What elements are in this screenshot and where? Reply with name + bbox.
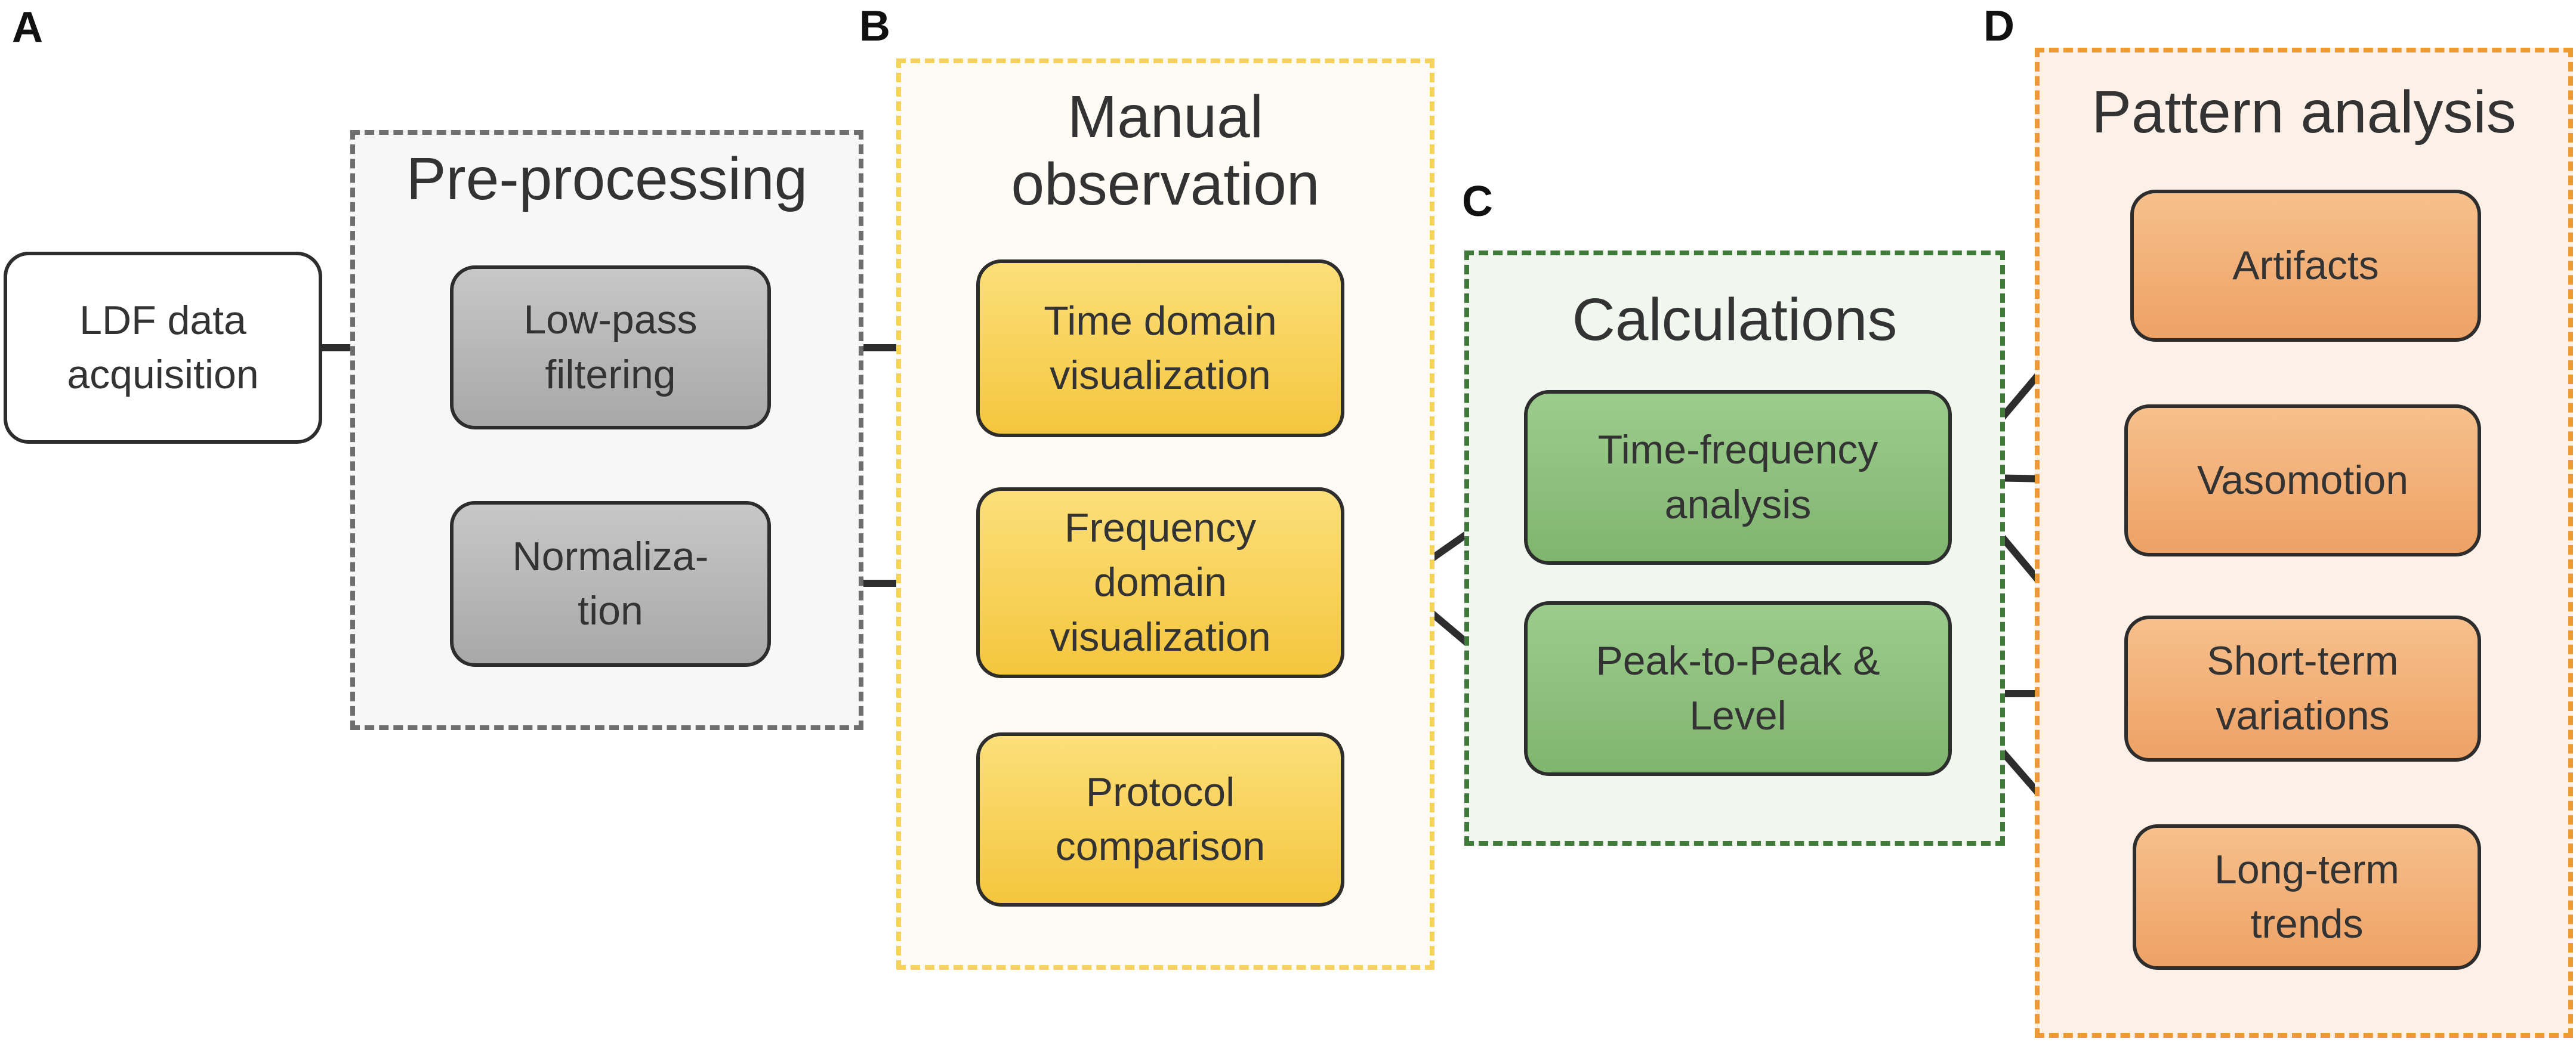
panel-letter-d: D [1983,2,2014,50]
panel-letter-b: B [859,2,890,50]
box-ldf-data-acquisition: LDF data acquisition [4,252,322,444]
box-long-term-trends: Long-term trends [2133,824,2481,970]
box-peak-to-peak-level: Peak-to-Peak & Level [1524,601,1952,776]
box-frequency-domain-visualization: Frequency domain visualization [976,487,1344,678]
panel-letter-c: C [1462,178,1493,225]
group-pattern-analysis-title: Pattern analysis [2091,79,2516,146]
box-vasomotion: Vasomotion [2124,404,2481,556]
group-calculations-title: Calculations [1572,286,1898,353]
box-time-domain-visualization: Time domain visualization [976,259,1344,437]
box-short-term-variations: Short-term variations [2124,616,2481,762]
panel-letter-a: A [12,4,43,51]
box-artifacts: Artifacts [2130,190,2481,342]
box-time-frequency-analysis: Time-frequency analysis [1524,390,1952,565]
box-normalization: Normaliza- tion [450,501,771,667]
box-protocol-comparison: Protocol comparison [976,732,1344,907]
group-manual-observation-title: Manual observation [1011,84,1320,218]
group-preprocessing-title: Pre-processing [406,146,808,212]
box-lowpass-filtering: Low-pass filtering [450,265,771,429]
